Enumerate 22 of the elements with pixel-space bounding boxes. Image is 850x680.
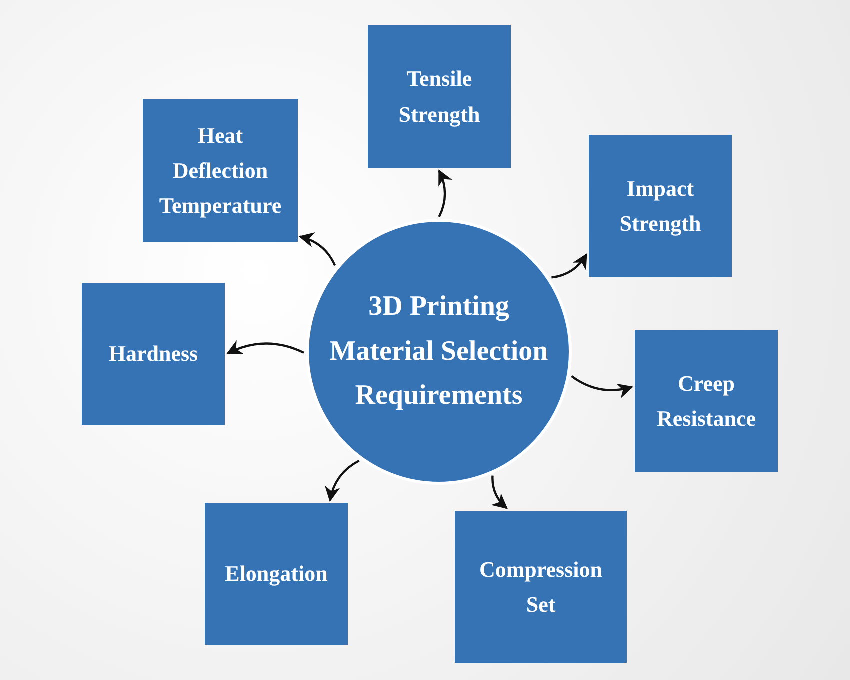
property-box [82,283,225,425]
curved-arrow [226,340,304,355]
property-label: Compression Set [478,556,604,619]
property-box [205,503,348,645]
curved-arrow [298,232,336,266]
property-box [589,135,732,277]
property-box [368,25,511,168]
property-label: Hardness [108,340,198,368]
curved-arrow [438,170,452,218]
property-label: Heat Deflection Temperature [158,122,283,220]
property-label: Tensile Strength [398,65,482,129]
property-label: Creep Resistance [656,370,757,433]
curved-arrow [552,253,588,279]
property-label: Impact Strength [618,174,702,238]
property-box [143,99,298,242]
property-box [455,511,627,663]
curved-arrow [491,476,508,510]
property-box [635,330,778,472]
curved-arrow [571,375,634,398]
curved-arrow [325,460,360,502]
property-label: Elongation [225,560,328,588]
center-title: 3D Printing Material Selection Requirements [328,290,550,414]
